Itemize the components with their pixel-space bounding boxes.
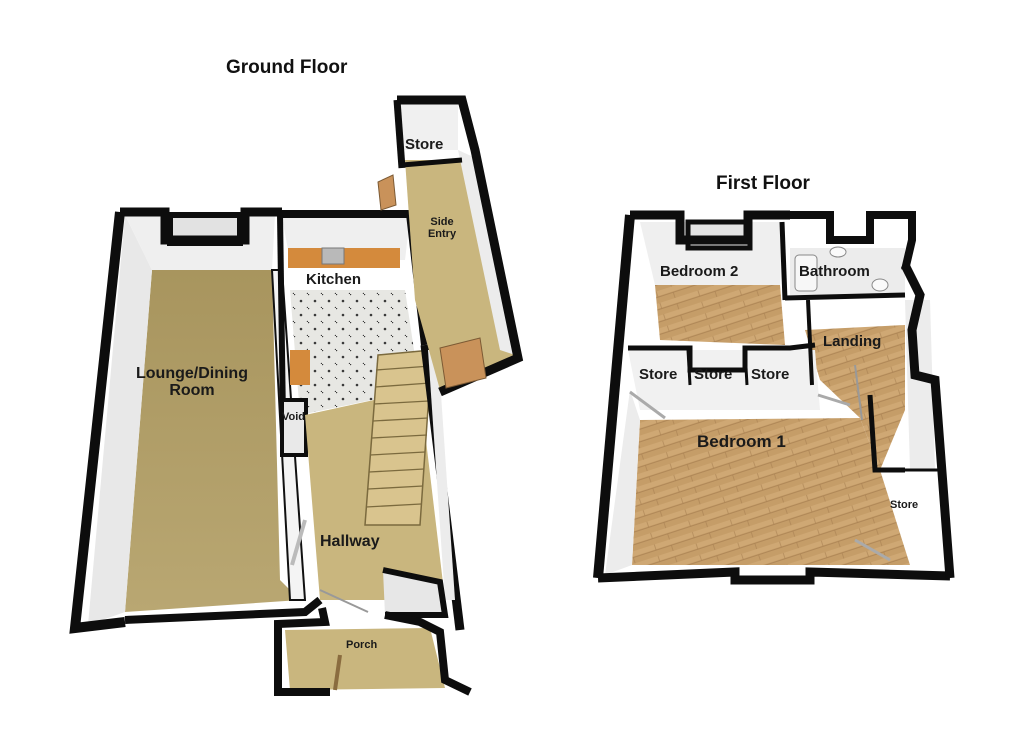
store-a-label: Store	[639, 366, 678, 383]
basin	[829, 246, 847, 258]
hallway-right-face	[428, 350, 455, 600]
lounge-label-line1: Lounge/Dining	[136, 365, 248, 382]
staircase	[364, 349, 433, 526]
store-row-face	[628, 350, 820, 410]
bedroom1-floor	[632, 418, 910, 565]
side-entry-label: Side Entry	[424, 216, 460, 240]
bathroom-label: Bathroom	[799, 263, 870, 280]
ground-floor-plan	[69, 95, 524, 696]
bedroom2-label: Bedroom 2	[660, 263, 739, 280]
bedroom1-label: Bedroom 1	[697, 432, 786, 451]
void-label: Void	[282, 411, 306, 423]
first-floor-right-wall	[900, 262, 955, 579]
store-walls	[397, 95, 524, 397]
bedroom2-floor	[655, 285, 785, 345]
side-entry-line1: Side	[430, 216, 454, 228]
kitchen-sink	[321, 247, 345, 265]
store-door	[377, 174, 397, 211]
store-small-door	[854, 538, 891, 562]
side-entry-door	[439, 337, 487, 389]
toilet	[871, 278, 889, 292]
porch-label: Porch	[346, 639, 378, 651]
lounge-label-line2: Room	[169, 381, 215, 399]
lounge-left-wall	[69, 211, 126, 634]
bedroom1-door-right	[817, 393, 851, 407]
first-floor-bottom-wall	[597, 567, 951, 585]
porch-walls-right	[384, 611, 472, 696]
kitchen-worktop-left	[290, 350, 310, 385]
bathroom-outer-wall	[790, 211, 916, 271]
lounge-wall-left	[88, 215, 152, 625]
side-entry-wall-right	[458, 150, 515, 355]
side-entry-line2: Entry	[427, 227, 457, 240]
store-small-label: Store	[890, 499, 919, 511]
store-label: Store	[405, 136, 444, 153]
store-b-label: Store	[694, 366, 733, 383]
hallway-label: Hallway	[320, 533, 380, 550]
store-c-label: Store	[751, 366, 790, 383]
ground-floor-title: Ground Floor	[226, 57, 348, 78]
lounge-floor	[125, 270, 300, 612]
bedroom1-wall-face-left	[605, 390, 640, 575]
lounge-label: Lounge/Dining Room	[128, 365, 256, 400]
lounge-door	[290, 519, 307, 566]
landing-label: Landing	[823, 333, 882, 350]
first-floor-title: First Floor	[716, 173, 810, 194]
kitchen-label: Kitchen	[306, 271, 362, 288]
store-wall-face	[400, 102, 458, 150]
first-floor-outer-wall	[630, 210, 790, 245]
hall-door-swing	[319, 589, 369, 613]
lounge-outer-wall	[120, 207, 282, 245]
bedroom1-door-left	[629, 390, 666, 420]
porch-walls	[274, 607, 330, 696]
understairs-cupboard	[382, 567, 449, 618]
void-cupboard	[280, 398, 308, 457]
porch-floor	[285, 628, 445, 690]
landing-stair-rail	[854, 364, 863, 421]
bath-tub	[794, 254, 818, 292]
first-floor-plan	[593, 210, 955, 585]
lounge-bottom-wall	[124, 596, 323, 624]
landing-floor	[805, 325, 905, 470]
porch-front-door	[333, 654, 342, 691]
